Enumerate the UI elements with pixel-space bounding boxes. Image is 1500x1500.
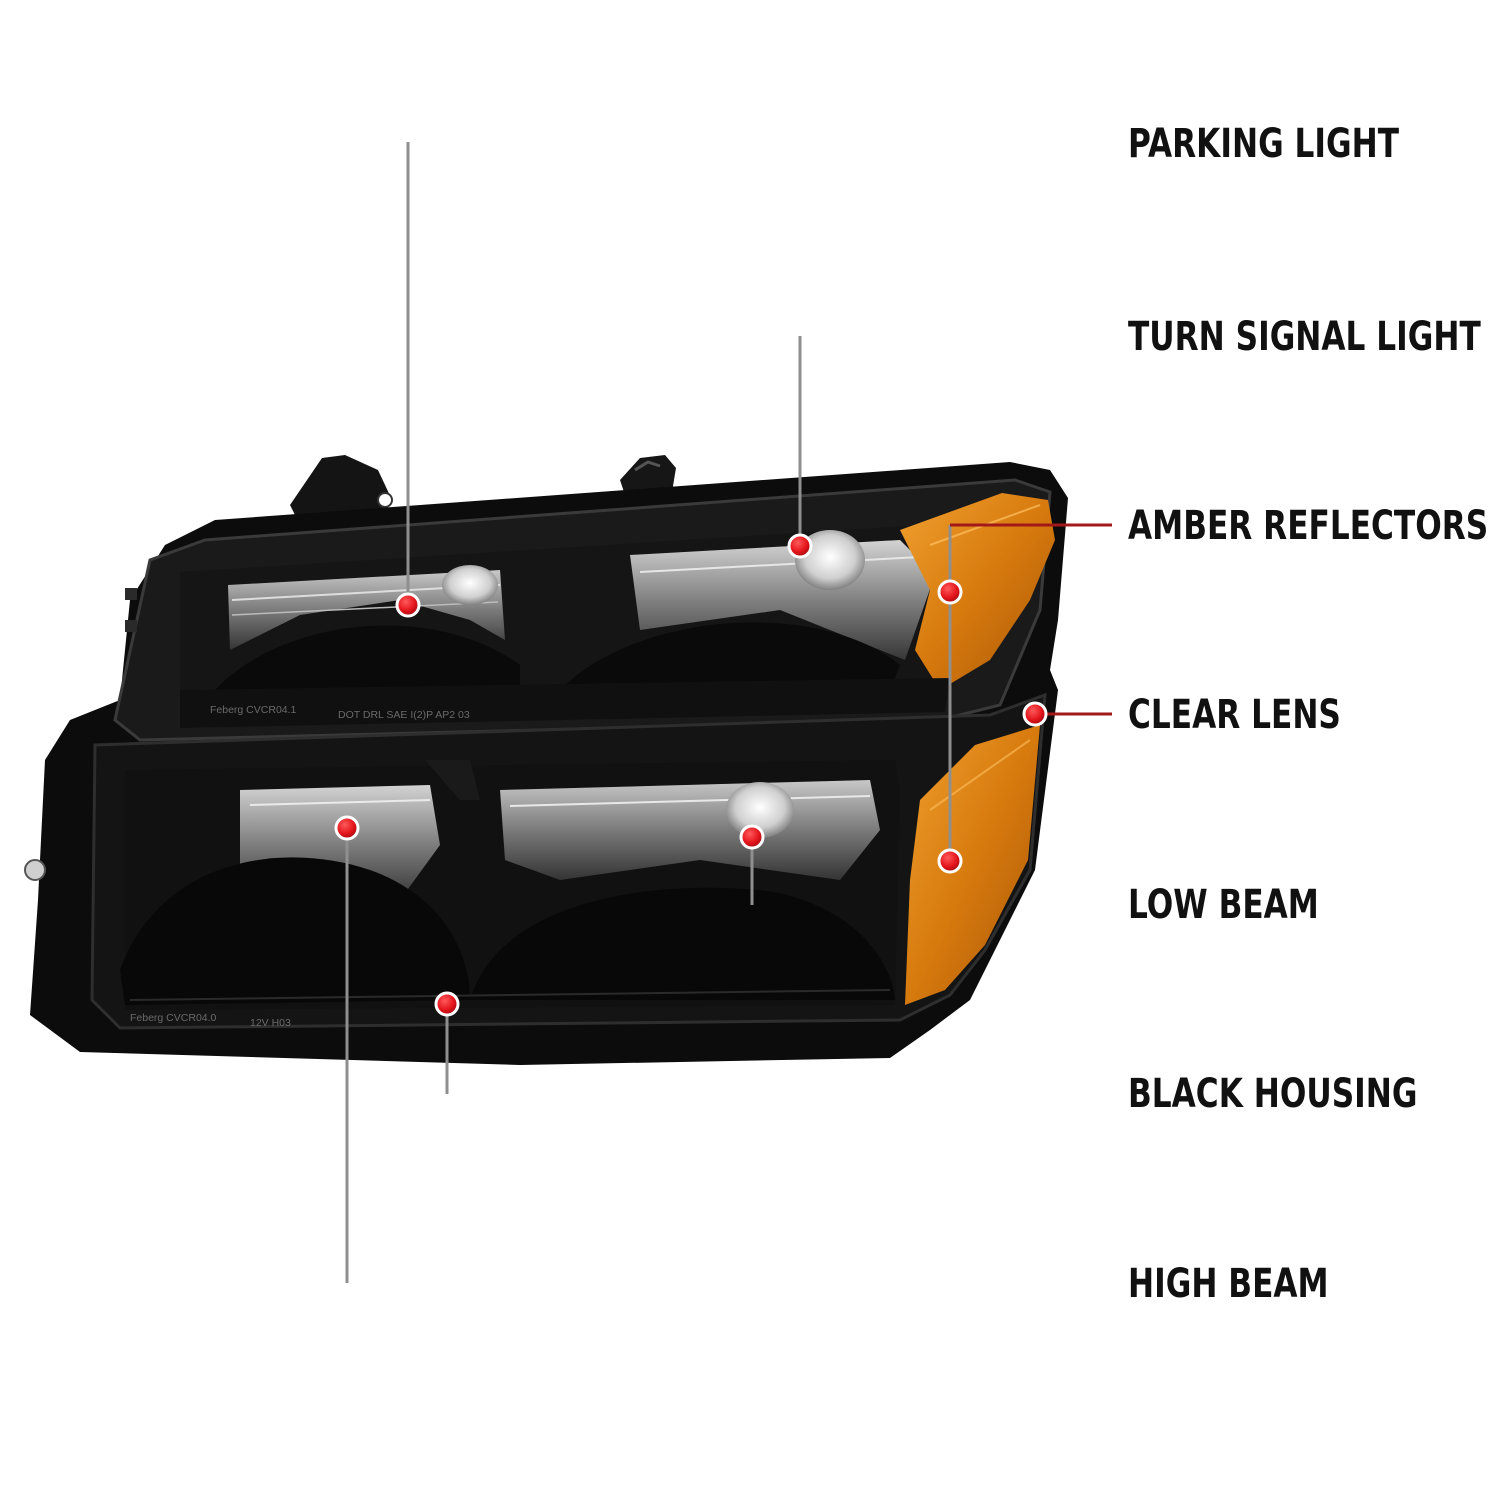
callout-dot-turn-signal-light <box>787 533 813 559</box>
callout-label-high-beam: HIGH BEAM <box>1128 1261 1329 1307</box>
callout-label-turn-signal-light: TURN SIGNAL LIGHT <box>1128 314 1481 360</box>
callout-dots <box>334 533 1048 1017</box>
lower-brand-print: Feberg CVCR04.0 <box>130 1012 217 1024</box>
mounting-tab-left <box>290 455 392 525</box>
mounting-tab-right <box>620 455 676 495</box>
callout-label-low-beam: LOW BEAM <box>1128 882 1319 928</box>
callout-dot-amber-reflector-upper <box>937 579 963 605</box>
callout-dot-amber-reflector-lower <box>937 848 963 874</box>
callout-dot-parking-light <box>395 592 421 618</box>
callout-dot-low-beam <box>739 824 765 850</box>
callout-dot-black-housing <box>434 991 460 1017</box>
leader-lines <box>345 140 1112 1285</box>
upper-codes-print: DOT DRL SAE I(2)P AP2 03 <box>338 709 470 721</box>
callout-label-black-housing: BLACK HOUSING <box>1128 1071 1418 1117</box>
amber-side-reflector <box>905 725 1040 1005</box>
callout-dot-clear-lens <box>1022 701 1048 727</box>
lower-voltage-print: 12V H03 <box>250 1017 291 1029</box>
callout-label-clear-lens: CLEAR LENS <box>1128 692 1341 738</box>
upper-brand-print: Feberg CVCR04.1 <box>210 704 297 716</box>
callout-label-amber-reflectors: AMBER REFLECTORS <box>1128 503 1489 549</box>
callout-dot-high-beam <box>334 815 360 841</box>
callout-label-parking-light: PARKING LIGHT <box>1128 121 1400 167</box>
